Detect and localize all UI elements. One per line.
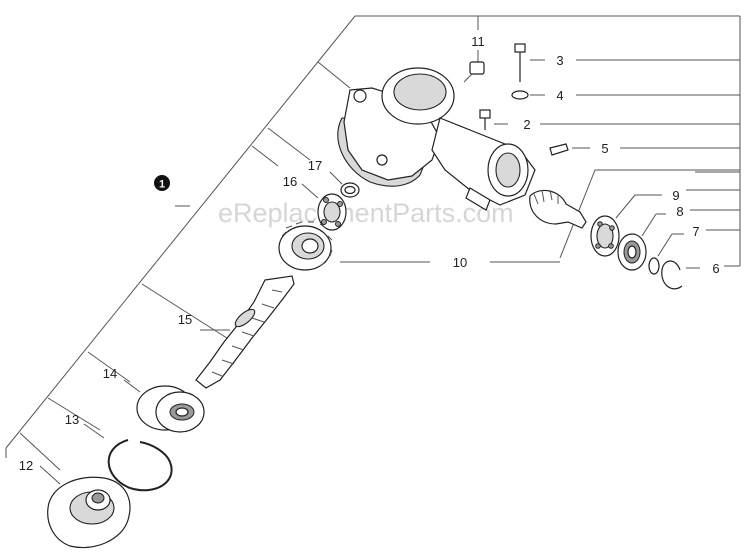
pinion-gear-10 <box>340 189 587 263</box>
callout-15[interactable]: 15 <box>178 312 192 327</box>
bolt-2 <box>479 109 740 130</box>
gear-housing <box>337 67 536 211</box>
bearing-8 <box>617 213 666 271</box>
bolt-11 <box>463 50 485 83</box>
callout-16[interactable]: 16 <box>283 174 297 189</box>
callout-9[interactable]: 9 <box>672 188 679 203</box>
shaft-15 <box>195 275 295 389</box>
cover-12 <box>39 465 131 549</box>
washer-17 <box>329 171 360 198</box>
callout-3[interactable]: 3 <box>556 53 563 68</box>
callout-4[interactable]: 4 <box>556 88 563 103</box>
key-5 <box>549 143 740 156</box>
watermark-text: eReplacementParts.com <box>218 198 514 228</box>
callout-12[interactable]: 12 <box>19 458 33 473</box>
callout-2[interactable]: 2 <box>523 117 530 132</box>
callout-14[interactable]: 14 <box>103 366 117 381</box>
bolt-3 <box>514 43 740 82</box>
callout-13[interactable]: 13 <box>65 412 79 427</box>
bearing-16 <box>301 183 347 231</box>
washer-4 <box>511 90 740 100</box>
callout-1-text: 1 <box>159 179 165 191</box>
bevel-gear <box>278 221 333 271</box>
bearing-14 <box>123 379 205 433</box>
callout-11[interactable]: 11 <box>471 34 485 49</box>
assembly-bracket <box>5 15 741 471</box>
callout-17[interactable]: 17 <box>308 158 322 173</box>
callout-10[interactable]: 10 <box>453 255 467 270</box>
callout-8[interactable]: 8 <box>676 204 683 219</box>
callout-5[interactable]: 5 <box>601 141 608 156</box>
callout-1[interactable]: 1 <box>154 175 170 191</box>
snap-ring-6 <box>661 260 700 290</box>
washer-7 <box>648 233 684 275</box>
bearing-9 <box>590 194 662 257</box>
callout-6[interactable]: 6 <box>712 261 719 276</box>
snap-ring-13 <box>83 423 173 492</box>
callout-7[interactable]: 7 <box>692 224 699 239</box>
